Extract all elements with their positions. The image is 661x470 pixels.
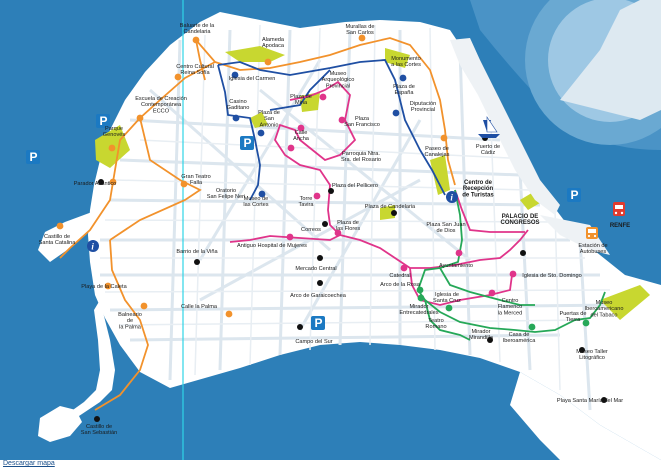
route-orange	[59, 37, 456, 411]
svg-text:i: i	[91, 242, 94, 252]
label-iglesia-carmen: Iglesia del Carmen	[229, 76, 276, 82]
label-campo-sur: Campo del Sur	[295, 339, 332, 345]
parking-sign-icon: P	[311, 316, 325, 330]
label-barrio-vina: Barrio de la Viña	[176, 249, 218, 255]
caleta-peninsula	[38, 210, 110, 262]
parking-sign-icon: P	[26, 150, 40, 164]
information-icon: i	[446, 191, 458, 203]
label-iglesia-santo-domingo: Iglesia de Sto. Domingo	[522, 273, 581, 279]
label-catedral: Catedral	[389, 273, 410, 279]
svg-text:P: P	[100, 114, 108, 128]
label-renfe: RENFE	[610, 223, 630, 229]
svg-text:P: P	[315, 316, 323, 330]
route-green	[416, 189, 606, 341]
footer-bar: Descargar mapa	[0, 460, 661, 470]
train-icon	[613, 202, 625, 216]
label-antiguo-hospital: Antiguo Hospital de Mujeres	[237, 243, 307, 249]
label-parroquia: Parroquia Ntra.Sra. del Rosario	[341, 151, 381, 163]
label-correos: Correos	[301, 227, 321, 233]
bus-icon	[586, 227, 598, 239]
label-calle-palma: Calle la Palma	[181, 304, 218, 310]
svg-text:P: P	[30, 150, 38, 164]
svg-text:P: P	[244, 136, 252, 150]
label-playa-santa-maria: Playa Santa María del Mar	[557, 398, 623, 404]
port-structure	[525, 0, 661, 145]
information-icon: i	[87, 240, 99, 252]
label-ayuntamiento: Ayuntamiento	[439, 263, 473, 269]
parking-sign-icon: P	[567, 188, 581, 202]
label-parador: Parador Atlántico	[74, 181, 117, 187]
parking-sign-icon: P	[96, 114, 110, 128]
sailboat-icon	[478, 116, 500, 138]
label-playa-caleta: Playa de la Caleta	[81, 284, 127, 290]
download-map-link[interactable]: Descargar mapa	[3, 460, 55, 467]
poi-markers	[56, 34, 607, 422]
label-plaza-pelliceros: Plaza del Pellicero	[332, 183, 378, 189]
svg-text:P: P	[571, 188, 579, 202]
label-plaza-candelaria: Plaza de Candelaria	[365, 204, 416, 210]
label-arco-garaicoechea: Arco de Garaicoechea	[290, 293, 347, 299]
svg-text:i: i	[450, 193, 453, 203]
san-sebastian-island	[38, 406, 82, 442]
label-arco-rosa: Arco de la Rosa	[380, 282, 421, 288]
label-mercado: Mercado Central	[295, 266, 336, 272]
parking-sign-icon: P	[240, 136, 254, 150]
